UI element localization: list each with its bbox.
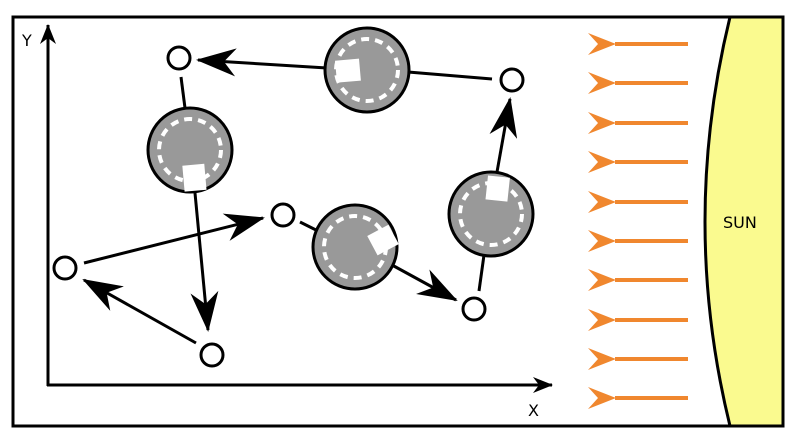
panel	[182, 163, 207, 192]
link-line	[179, 76, 187, 109]
position-marker	[166, 45, 192, 71]
arrow	[82, 278, 197, 345]
y-axis-label: Y	[21, 31, 32, 50]
arrow	[489, 97, 518, 173]
sun-label: SUN	[723, 213, 757, 232]
panel	[335, 58, 361, 83]
position-marker	[199, 342, 225, 368]
panel	[367, 224, 399, 256]
link-line	[407, 70, 493, 81]
satellite	[323, 26, 411, 114]
x-axis-label: X	[528, 401, 539, 420]
satellite	[311, 203, 399, 291]
link-line	[477, 254, 486, 292]
satellite	[447, 170, 535, 258]
position-marker	[461, 296, 487, 322]
panel	[485, 175, 510, 202]
position-marker	[499, 67, 525, 93]
link-line	[299, 220, 317, 232]
satellite	[146, 106, 234, 194]
arrow	[190, 192, 219, 332]
arrow	[196, 48, 328, 77]
position-marker	[270, 202, 296, 228]
frame	[11, 15, 785, 428]
sun-rays	[588, 33, 688, 409]
arrow	[83, 213, 265, 265]
position-marker	[52, 255, 78, 281]
arrow	[391, 263, 458, 302]
sun	[703, 15, 785, 428]
